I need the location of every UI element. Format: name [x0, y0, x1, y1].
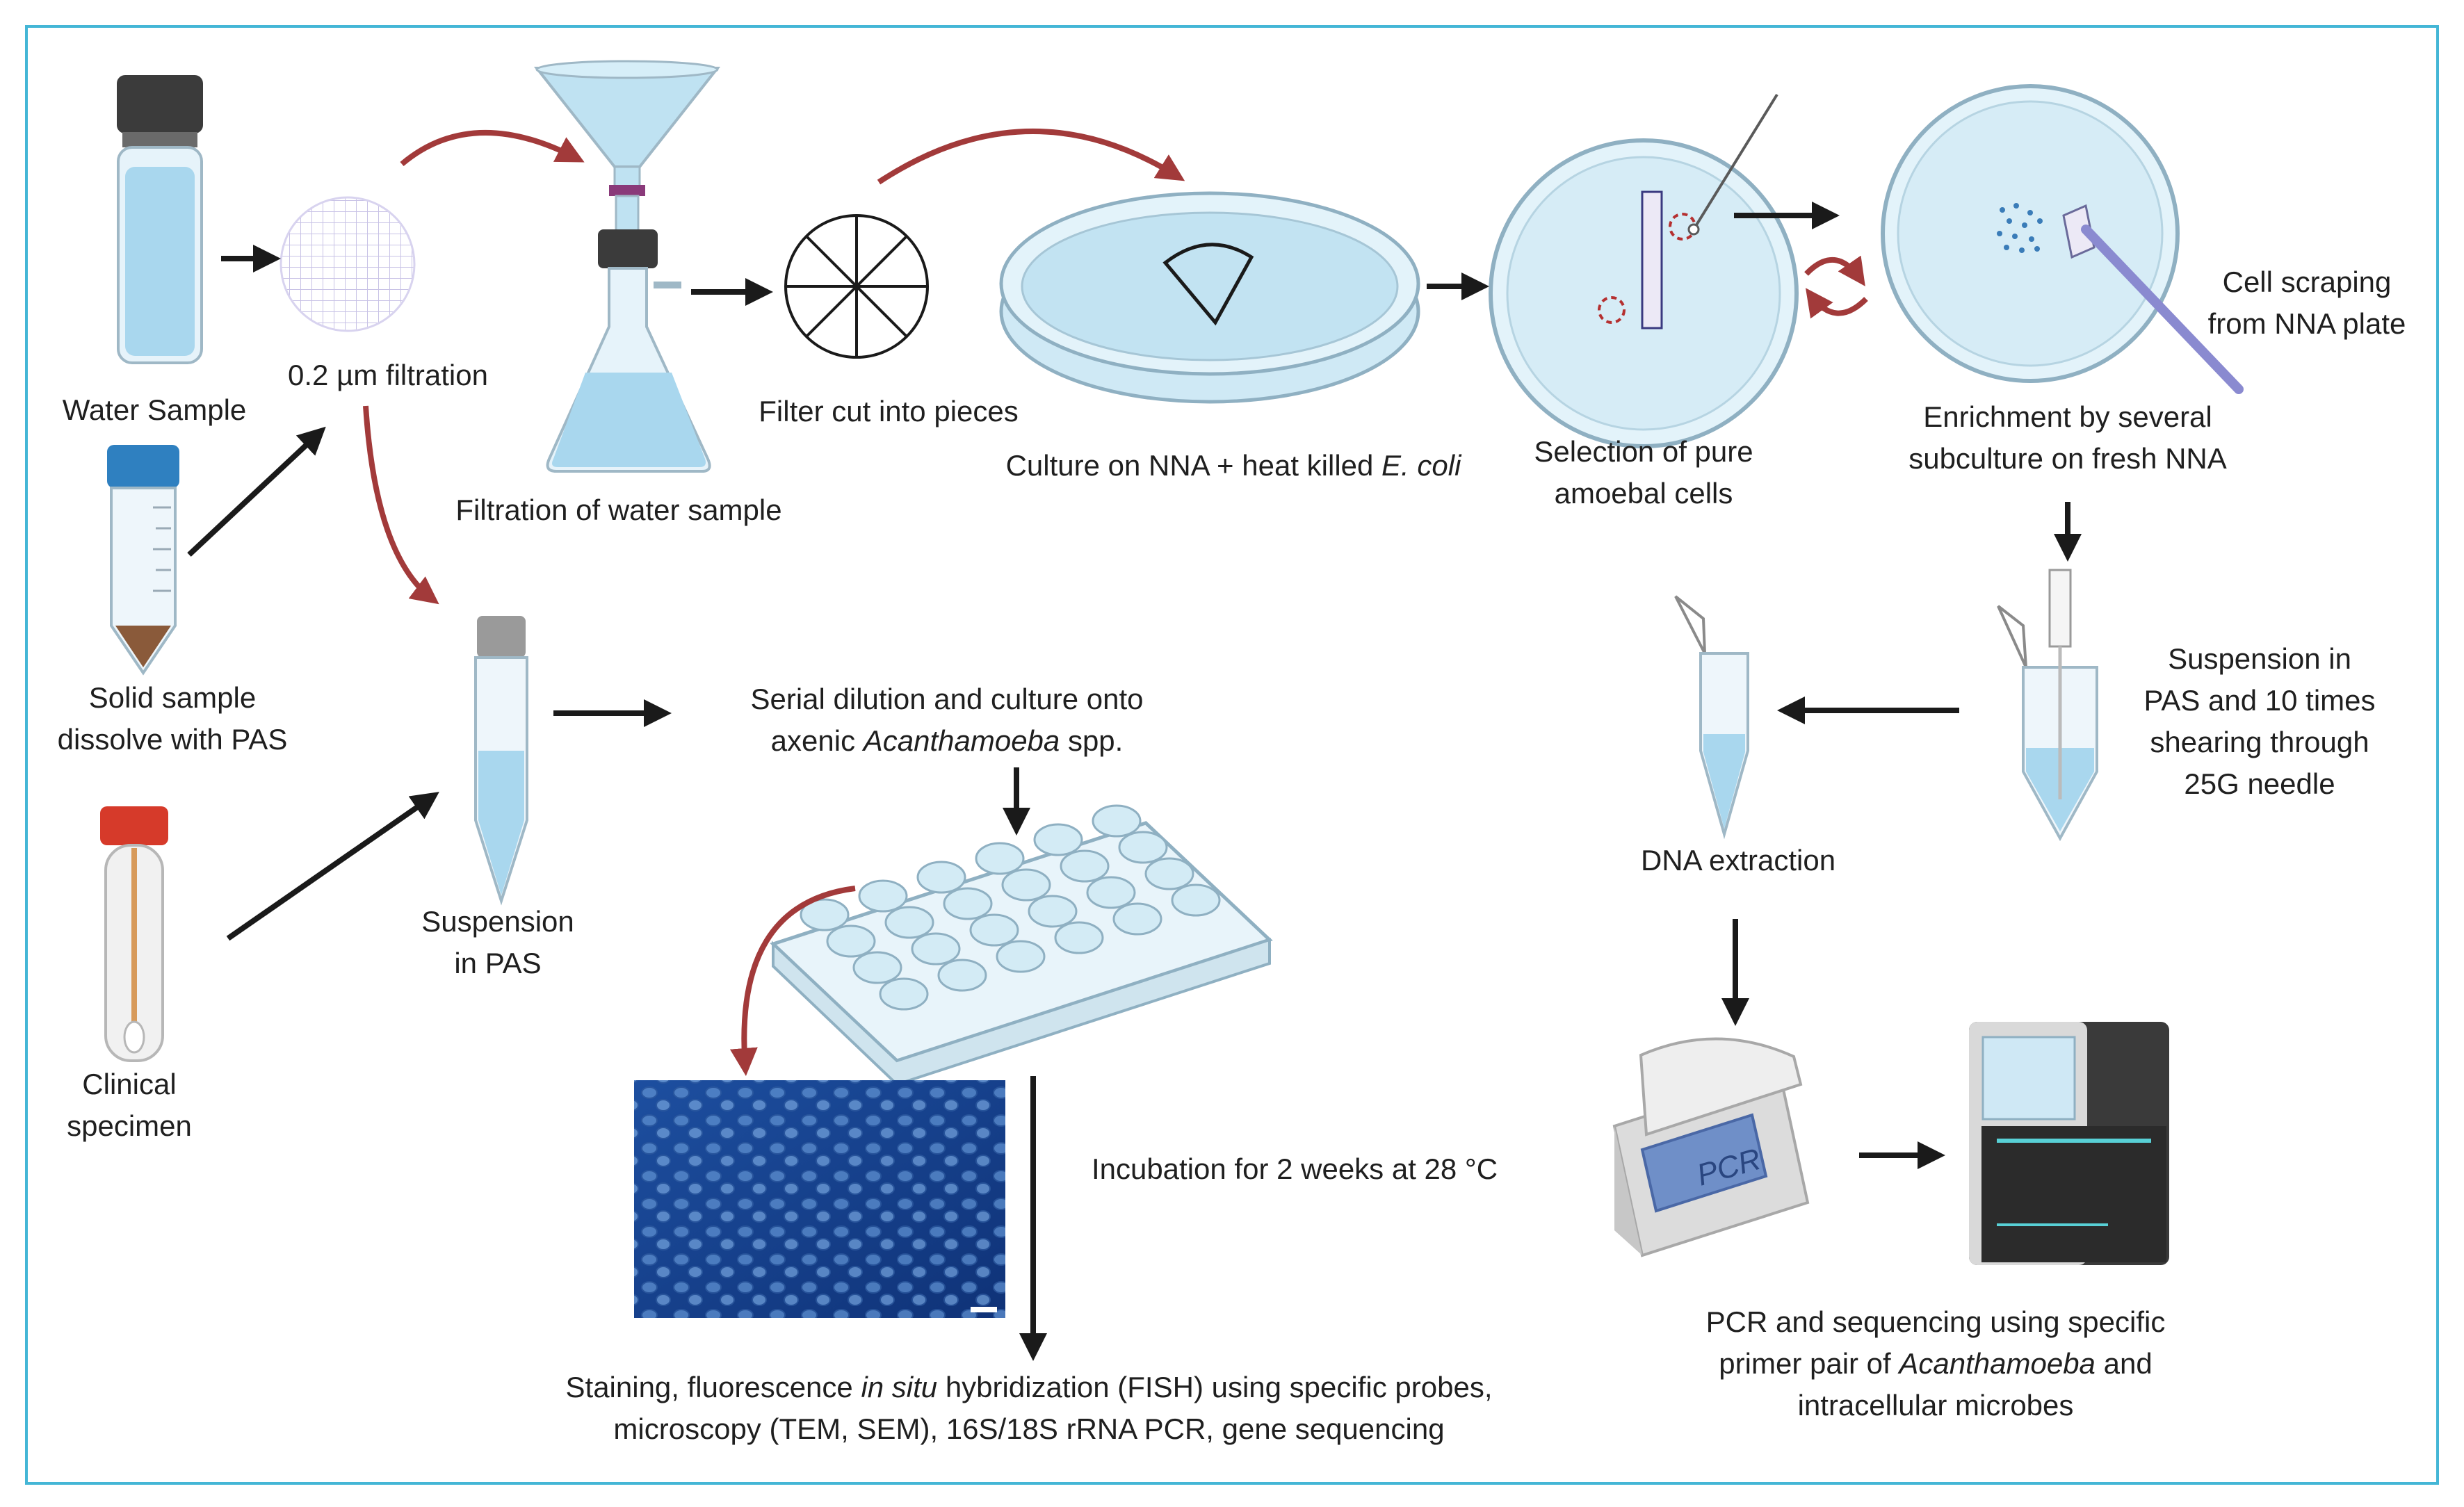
enrichment-dish-icon: [1881, 84, 2244, 394]
well-plate-icon: [770, 804, 1273, 1086]
selection-dish-icon: [1489, 93, 1799, 448]
red-arrows: [363, 128, 1868, 1076]
scraping-tube-icon: [1997, 569, 2098, 842]
plate-well: [916, 861, 966, 894]
label-staining: Staining, fluorescence in situ hybridiza…: [565, 1371, 1493, 1445]
filtration-flask-icon: [533, 60, 721, 473]
arrow-cut-to-dish: [877, 128, 1185, 185]
label-culture-nna: Culture on NNA + heat killed E. coli: [1005, 449, 1461, 482]
figure-frame: [25, 25, 2439, 1485]
plate-well: [1060, 849, 1110, 883]
plate-well: [1086, 876, 1136, 909]
plate-well: [996, 940, 1046, 973]
cycle-arrow-top: [1804, 255, 1865, 286]
plate-well: [937, 959, 987, 992]
plate-well: [911, 932, 961, 966]
plate-well: [879, 977, 929, 1011]
plate-well: [884, 906, 934, 939]
cut-filter-icon: [784, 214, 929, 359]
sequencer-icon: [1969, 1022, 2169, 1265]
arrow-clinical-to-suspension: [226, 792, 439, 941]
filter-membrane-icon: [279, 196, 416, 332]
plate-well: [852, 951, 902, 984]
solid-sample-tube-icon: [107, 445, 179, 676]
plate-well: [858, 879, 908, 913]
plate-well: [943, 887, 993, 920]
plate-well: [826, 924, 876, 958]
microscopy-image: [634, 1080, 1005, 1318]
plate-well: [1028, 895, 1078, 928]
cycle-arrow-bottom: [1805, 288, 1868, 319]
arrow-filter-to-funnel: [400, 129, 585, 167]
arrow-solid-to-filter: [187, 426, 326, 557]
label-filter-cut: Filter cut into pieces: [759, 395, 1019, 427]
plate-well: [1001, 868, 1051, 902]
plate-well: [1144, 857, 1194, 890]
label-water-sample: Water Sample: [62, 393, 247, 426]
black-arrows: [187, 202, 2082, 1361]
label-filtration-02: 0.2 µm filtration: [288, 359, 488, 391]
plate-well: [1033, 823, 1083, 856]
nna-petri-dish-icon: [999, 191, 1420, 404]
plate-well: [800, 898, 850, 931]
plate-well: [1112, 902, 1162, 936]
arrow-filter-to-suspension: [363, 405, 439, 605]
plate-well: [1092, 804, 1142, 838]
suspension-tube-icon: [474, 616, 528, 906]
plate-well: [1171, 883, 1221, 917]
label-filtration-water: Filtration of water sample: [455, 494, 782, 526]
plate-well: [1118, 831, 1168, 864]
plate-well: [975, 842, 1025, 875]
label-dna-extraction: DNA extraction: [1640, 844, 1836, 877]
dna-extraction-tube-icon: [1674, 595, 1749, 840]
pcr-machine-icon: PCR: [1612, 1037, 1810, 1257]
plate-well: [969, 913, 1019, 947]
clinical-swab-tube-icon: [100, 806, 168, 1062]
label-incubation: Incubation for 2 weeks at 28 °C: [1091, 1152, 1498, 1185]
arrow-plate-to-microscopy: [729, 886, 856, 1076]
water-sample-vial-icon: [117, 75, 203, 364]
plate-well: [1054, 921, 1104, 954]
